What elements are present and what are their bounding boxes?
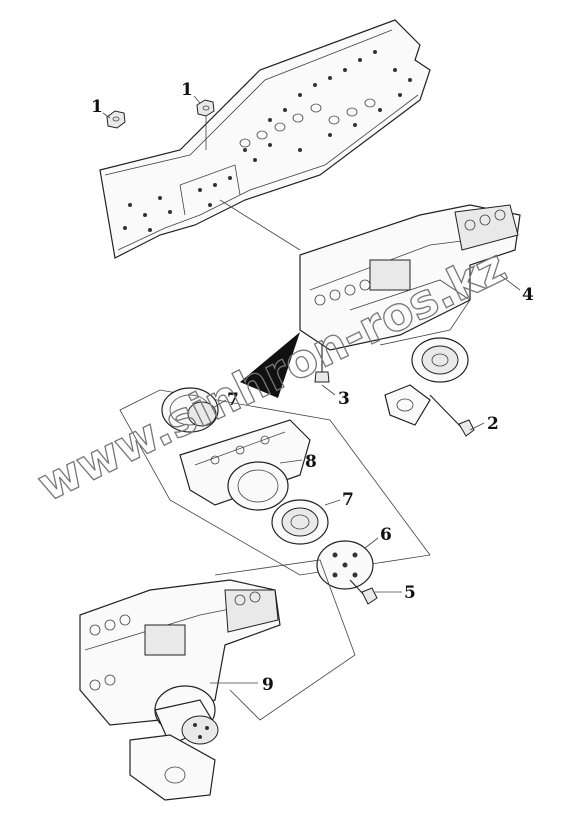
lower-bogie-frame-part-9	[79, 579, 281, 801]
nut-part-1-right	[196, 99, 215, 150]
exploded-group-outline	[119, 389, 431, 576]
callout-3: 3	[338, 389, 350, 409]
bolt-part-3	[314, 345, 330, 383]
nut-part-1-left	[106, 110, 126, 129]
plate-bolt-holes	[123, 50, 412, 232]
leader-lines	[102, 95, 521, 684]
callout-8: 8	[305, 452, 317, 472]
bolt-part-2	[429, 394, 475, 437]
callout-7-upper: 7	[227, 390, 239, 410]
upper-bogie-assembly	[299, 204, 521, 426]
bogie-bolt-row	[314, 209, 506, 306]
track-frame-plate	[99, 19, 431, 259]
pointer-wedge	[240, 332, 300, 398]
callout-1-right: 1	[181, 80, 193, 100]
callout-2: 2	[487, 414, 499, 434]
plate-large-holes	[239, 98, 376, 148]
callout-9: 9	[262, 675, 274, 695]
bolt-part-5	[349, 579, 378, 605]
callout-1-left: 1	[91, 97, 103, 117]
leader-line-frame	[219, 199, 301, 251]
lower-group-outline	[214, 559, 356, 721]
roller-part-7-lower	[271, 499, 329, 545]
callout-6: 6	[380, 525, 392, 545]
callout-5: 5	[404, 583, 416, 603]
callout-labels: 1 1 2 3 4 5 6 7 7 8 9	[91, 80, 534, 695]
cover-plate-part-6	[316, 540, 374, 590]
callout-4: 4	[522, 285, 534, 305]
roller-housing-part-8	[179, 419, 311, 511]
roller-part-7-upper	[161, 387, 219, 433]
callout-7-lower: 7	[342, 490, 354, 510]
